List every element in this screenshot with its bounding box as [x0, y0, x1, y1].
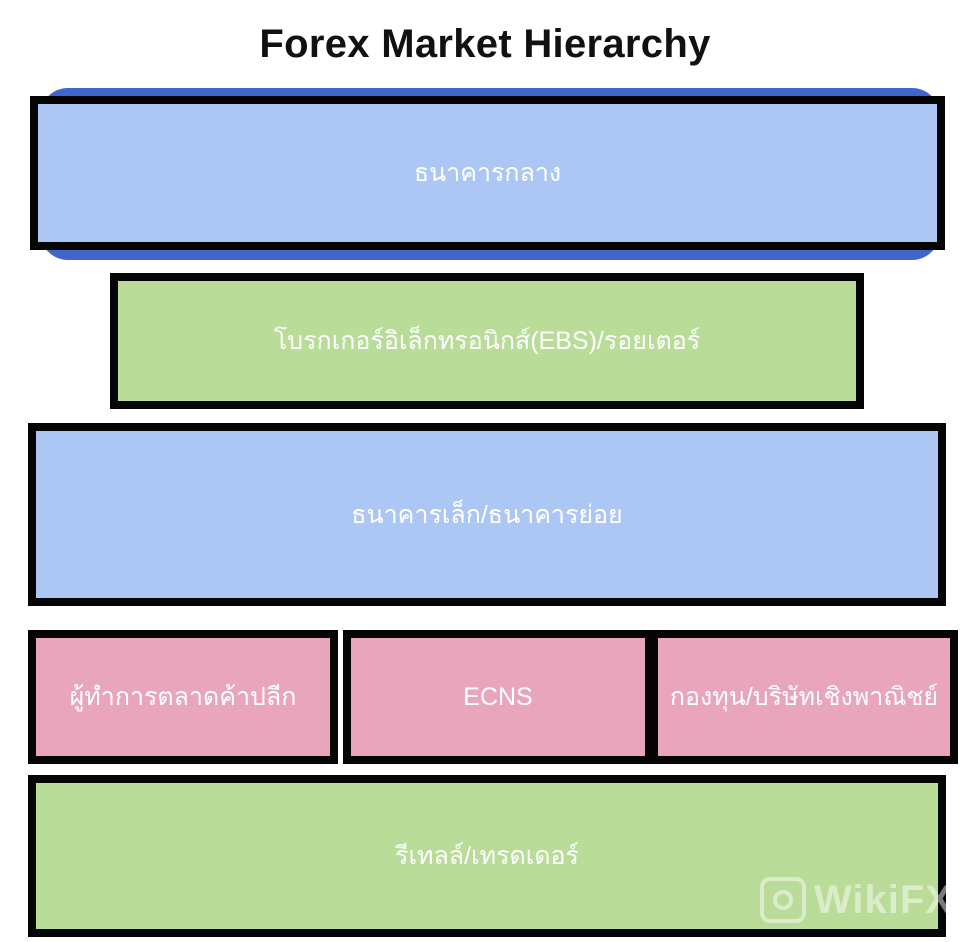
electronic-brokers-label: โบรกเกอร์อิเล็กทรอนิกส์(EBS)/รอยเตอร์ [273, 327, 701, 355]
ecns-box: ECNS [343, 630, 653, 764]
ecns-label: ECNS [463, 683, 533, 711]
retail-traders-label: รีเทลล์/เทรดเดอร์ [395, 842, 579, 870]
funds-companies-box: กองทุน/บริษัทเชิงพาณิชย์ [650, 630, 958, 764]
retail-market-makers-box: ผู้ทำการตลาดค้าปลีก [28, 630, 338, 764]
small-banks-label: ธนาคารเล็ก/ธนาคารย่อย [351, 500, 623, 529]
electronic-brokers-box: โบรกเกอร์อิเล็กทรอนิกส์(EBS)/รอยเตอร์ [110, 273, 864, 409]
small-banks-box: ธนาคารเล็ก/ธนาคารย่อย [28, 423, 946, 606]
central-bank-label: ธนาคารกลาง [413, 159, 562, 187]
diagram-title: Forex Market Hierarchy [259, 22, 711, 66]
funds-companies-label: กองทุน/บริษัทเชิงพาณิชย์ [669, 683, 939, 711]
retail-market-makers-label: ผู้ทำการตลาดค้าปลีก [69, 683, 297, 711]
retail-traders-box: รีเทลล์/เทรดเดอร์ [28, 775, 946, 937]
central-bank-box: ธนาคารกลาง [30, 96, 945, 250]
